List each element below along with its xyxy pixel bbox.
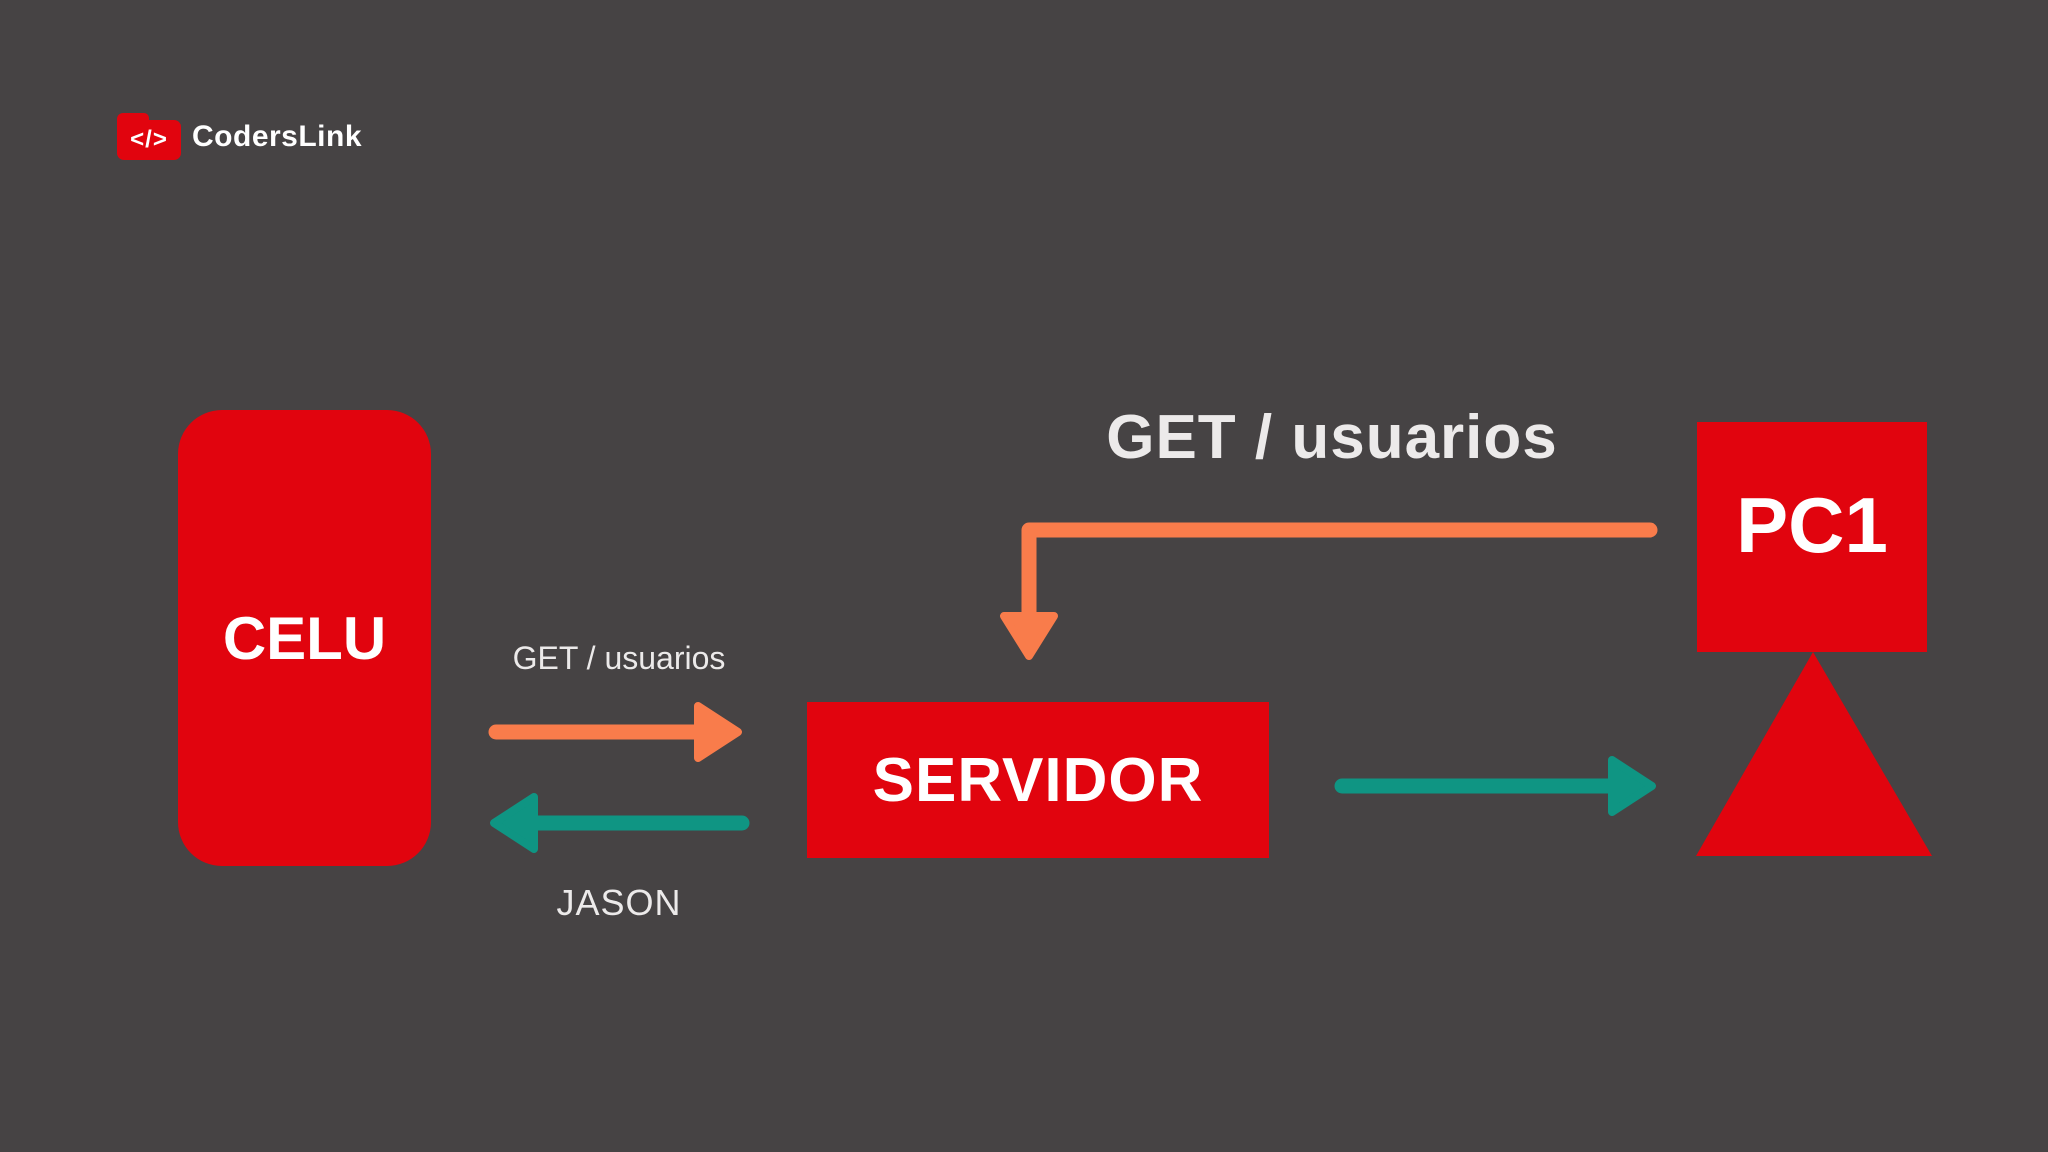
code-brackets-glyph: </> [130,126,168,153]
pc1-triangle-shape [1696,652,1932,856]
node-pc1: PC1 [1697,422,1927,652]
label-jason: JASON [556,882,682,923]
code-folder-icon: </> [117,113,181,160]
arrow-servidor-to-celu [490,793,750,853]
node-servidor: SERVIDOR [807,702,1269,858]
node-pc1-label: PC1 [1736,480,1888,569]
label-get-usuarios-pc1: GET / usuarios [1106,403,1558,472]
node-servidor-label: SERVIDOR [872,745,1204,815]
arrow-celu-to-servidor [488,702,742,762]
node-celu-label: CELU [222,604,387,672]
label-get-usuarios-celu: GET / usuarios [512,640,726,676]
arrow-pc1-to-servidor-elbow [1000,522,1658,660]
brand-name: CodersLink [192,120,363,153]
arrow-servidor-to-pc1 [1334,756,1656,816]
node-celu: CELU [178,410,431,866]
coderslink-logo: </> CodersLink [117,113,363,160]
